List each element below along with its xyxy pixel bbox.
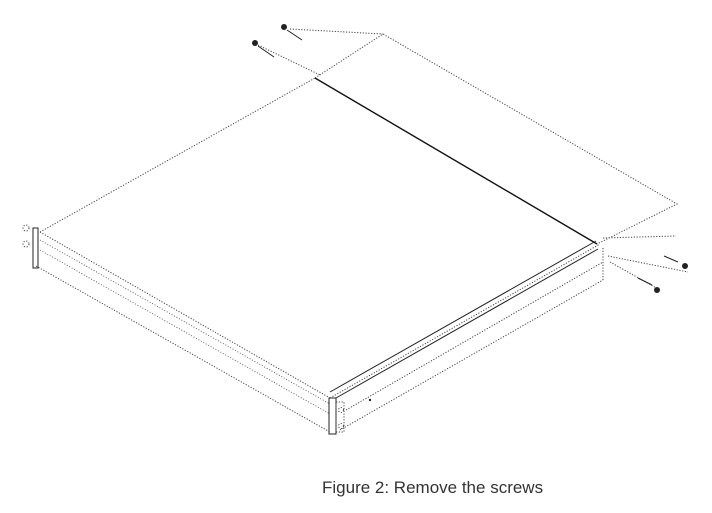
side-bottom-edge [35, 265, 331, 433]
front-rail-bottom-line [345, 261, 604, 411]
chassis-bottom-front-edge [339, 279, 604, 431]
screw-icon [281, 24, 303, 41]
left-rack-ear [22, 224, 39, 269]
front-rail [329, 240, 604, 431]
top-screws [252, 24, 384, 76]
top-screw-2-leader [257, 44, 321, 76]
screw-icon [637, 277, 660, 293]
right-rack-ear [328, 397, 372, 435]
screw-icon [252, 40, 275, 58]
top-cover-panel [314, 33, 679, 245]
chassis-top-left-edge [39, 231, 331, 399]
figure-caption: Figure 2: Remove the screws [322, 478, 544, 497]
side-screw-2-leader [607, 255, 689, 273]
left-ear-hole-top-icon [22, 224, 30, 232]
chassis-left-side [35, 239, 331, 433]
chassis-top-front-edge [329, 243, 601, 399]
side-screw-3-leader [609, 261, 661, 291]
top-cover-outline [314, 33, 679, 245]
side-screw-1-leader [602, 235, 677, 239]
side-middle-line [39, 249, 331, 415]
top-cover-front-edge [314, 77, 598, 245]
right-ear-hole-top-icon [338, 407, 344, 413]
top-screw-1-leader [289, 28, 384, 35]
right-ear-flange [335, 401, 345, 433]
right-ear-hole-bottom-icon [338, 423, 344, 429]
side-upper-line [39, 239, 331, 405]
front-rail-top-line [329, 240, 597, 393]
rail-rivet-icon [368, 398, 372, 402]
side-screws [602, 235, 689, 293]
front-rail-mid-line [335, 248, 599, 399]
chassis-top-face [39, 77, 601, 399]
right-ear-plate [328, 397, 337, 435]
chassis-top-back-edge [39, 77, 316, 233]
rack-chassis-exploded-diagram [22, 24, 689, 435]
left-ear-hole-bottom-icon [22, 240, 30, 248]
screw-icon [663, 255, 688, 269]
left-ear-plate [32, 227, 39, 269]
